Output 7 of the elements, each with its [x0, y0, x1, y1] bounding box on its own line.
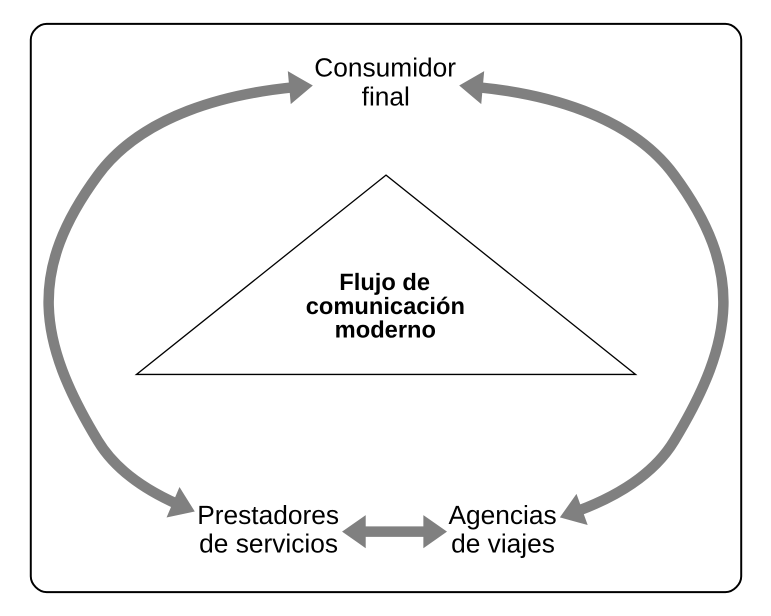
cluster: [29, 22, 742, 594]
arrow: [458, 71, 728, 526]
node-text: Agencias de viajes: [448, 500, 556, 559]
arrow: [43, 71, 312, 518]
arrow: [342, 515, 447, 548]
node-text: Consumidor final: [314, 52, 456, 112]
node-text: Prestadores de servicios: [196, 500, 339, 559]
